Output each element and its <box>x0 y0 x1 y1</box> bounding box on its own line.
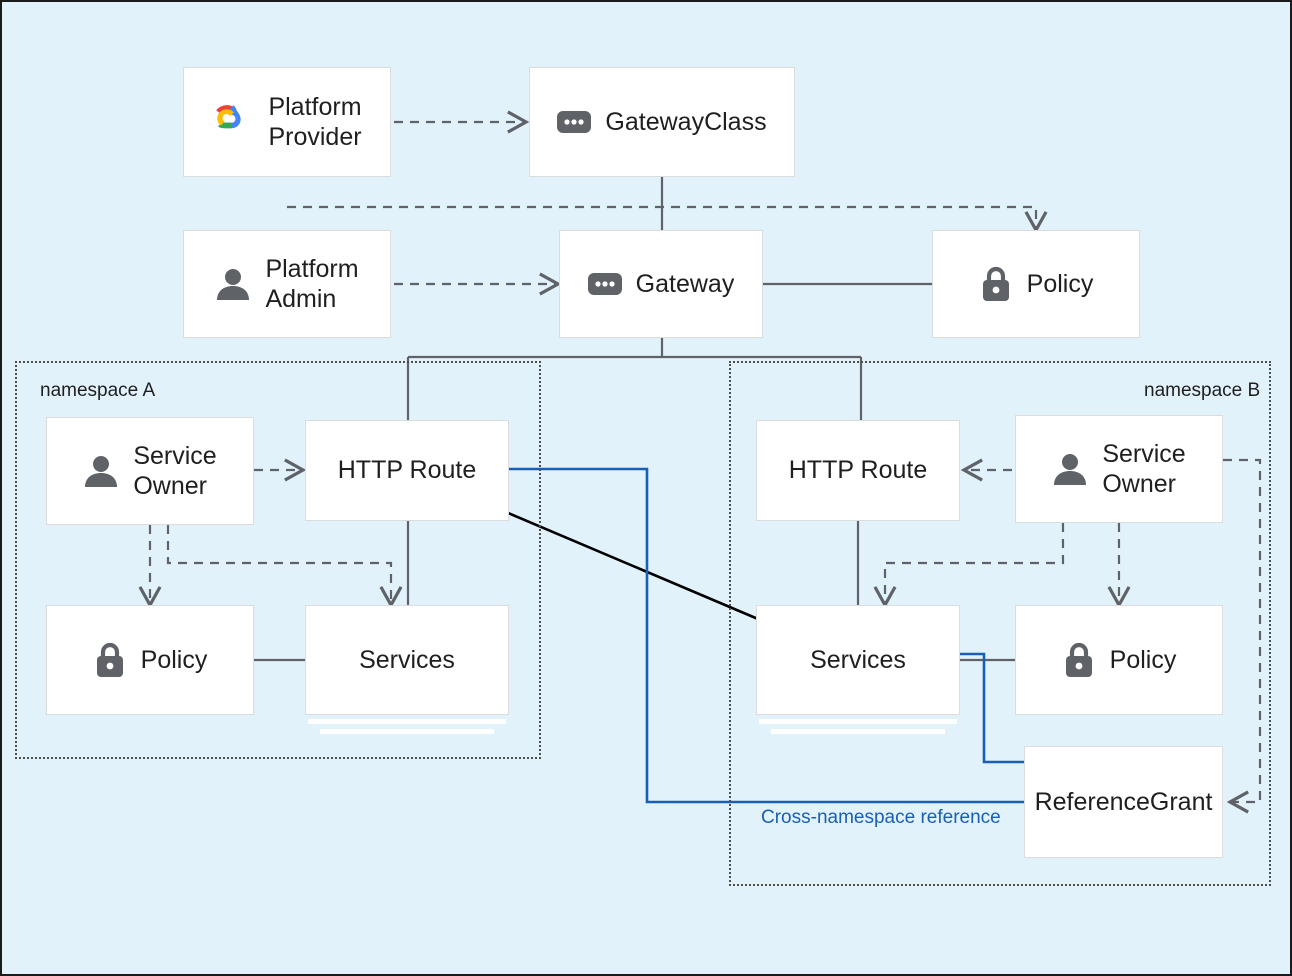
node-policy-a[interactable]: Policy <box>46 605 254 715</box>
wire-httproute-a-services-b <box>507 511 759 621</box>
person-icon <box>215 266 251 302</box>
wire-httproute-a-referencegrant <box>508 467 1024 804</box>
person-icon <box>83 453 119 489</box>
node-label: ReferenceGrant <box>1034 787 1213 816</box>
dashed-connectors <box>138 110 1262 814</box>
node-gatewayclass[interactable]: GatewayClass <box>529 67 795 177</box>
node-label: Gateway <box>635 269 735 298</box>
node-policy-top[interactable]: Policy <box>932 230 1140 338</box>
node-services-b[interactable]: Services <box>756 605 960 715</box>
node-policy-b[interactable]: Policy <box>1015 605 1223 715</box>
node-label: Platform Admin <box>265 254 359 314</box>
diagonal-connectors <box>507 511 759 621</box>
node-gateway[interactable]: Gateway <box>559 230 763 338</box>
services-a-stack-decoration <box>308 719 506 739</box>
node-label: Service Owner <box>133 441 217 501</box>
lock-icon <box>979 265 1013 303</box>
google-cloud-icon <box>212 104 254 140</box>
node-label: Policy <box>1026 269 1094 298</box>
node-label: Services <box>810 645 906 674</box>
node-http-route-a[interactable]: HTTP Route <box>305 420 509 521</box>
services-b-stack-decoration <box>759 719 957 739</box>
wire-owner-a-services-a <box>166 525 403 609</box>
solid-connectors <box>254 177 1016 662</box>
cross-namespace-connectors <box>508 467 1024 804</box>
node-label: Services <box>359 645 455 674</box>
node-service-owner-a[interactable]: Service Owner <box>46 417 254 525</box>
node-label: Policy <box>140 645 208 674</box>
node-label: Policy <box>1109 645 1177 674</box>
node-label: Service Owner <box>1102 439 1186 499</box>
wire-services-b-referencegrant <box>959 652 1024 764</box>
node-label: HTTP Route <box>788 456 928 485</box>
node-platform-admin[interactable]: Platform Admin <box>183 230 391 338</box>
namespace-b-container <box>729 361 1271 886</box>
lock-icon <box>1062 641 1096 679</box>
node-label: GatewayClass <box>605 107 767 136</box>
node-service-owner-b[interactable]: Service Owner <box>1015 415 1223 523</box>
node-label: Platform Provider <box>268 92 362 152</box>
cross-namespace-reference-label: Cross-namespace reference <box>761 807 1001 828</box>
node-services-a[interactable]: Services <box>305 605 509 715</box>
node-label: HTTP Route <box>337 456 477 485</box>
node-http-route-b[interactable]: HTTP Route <box>756 420 960 521</box>
namespace-b-label: namespace B <box>1144 380 1261 401</box>
person-icon <box>1052 451 1088 487</box>
resource-chip-icon <box>587 273 622 295</box>
node-platform-provider[interactable]: Platform Provider <box>183 67 391 177</box>
namespace-a-label: namespace A <box>40 380 156 401</box>
wire-owner-b-services-b <box>873 523 1065 609</box>
node-reference-grant[interactable]: ReferenceGrant <box>1024 746 1223 858</box>
wire-owner-b-referencegrant <box>1223 458 1262 814</box>
resource-chip-icon <box>557 111 592 133</box>
namespace-a-container <box>15 361 541 759</box>
lock-icon <box>93 641 127 679</box>
